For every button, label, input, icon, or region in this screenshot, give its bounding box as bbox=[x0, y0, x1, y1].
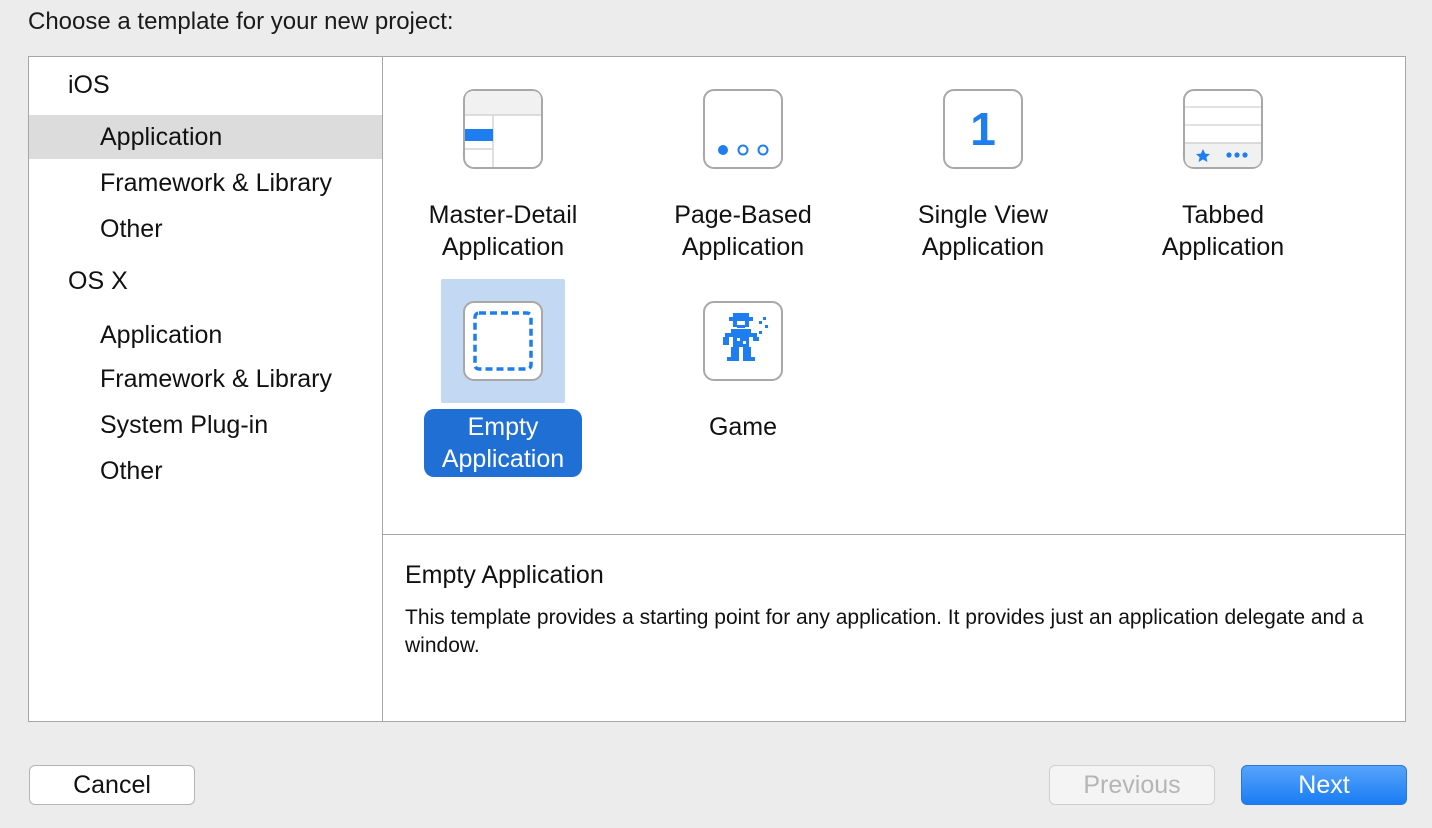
cancel-button[interactable]: Cancel bbox=[29, 765, 195, 805]
platform-sidebar: iOS Application Framework & Library Othe… bbox=[29, 57, 383, 721]
svg-text:1: 1 bbox=[970, 103, 996, 155]
description-text: This template provides a starting point … bbox=[405, 606, 1364, 657]
empty-icon bbox=[463, 301, 543, 381]
description-title: Empty Application bbox=[405, 561, 604, 589]
page-based-icon bbox=[703, 89, 783, 169]
template-description: Empty Application This template provides… bbox=[383, 535, 1405, 721]
next-button[interactable]: Next bbox=[1241, 765, 1407, 805]
sidebar-item-osx-system-plugin[interactable]: System Plug-in bbox=[100, 411, 269, 439]
sidebar-item-osx-other[interactable]: Other bbox=[100, 457, 163, 485]
previous-button[interactable]: Previous bbox=[1049, 765, 1215, 805]
dialog-prompt: Choose a template for your new project: bbox=[28, 8, 454, 35]
sidebar-item-osx-framework-library[interactable]: Framework & Library bbox=[100, 365, 332, 393]
template-chooser-panel: iOS Application Framework & Library Othe… bbox=[28, 56, 1406, 722]
sidebar-item-ios-other[interactable]: Other bbox=[100, 215, 163, 243]
sidebar-item-osx-application[interactable]: Application bbox=[100, 321, 223, 349]
master-detail-icon bbox=[463, 89, 543, 169]
sidebar-section-osx: OS X bbox=[68, 267, 128, 295]
sidebar-item-ios-application[interactable]: Application bbox=[29, 115, 382, 159]
single-view-icon: 1 bbox=[943, 89, 1023, 169]
template-label: Game bbox=[708, 413, 778, 441]
sidebar-section-ios: iOS bbox=[68, 71, 110, 99]
tabbed-icon bbox=[1183, 89, 1263, 169]
template-game[interactable]: Game bbox=[623, 279, 863, 479]
game-icon bbox=[703, 301, 783, 381]
sidebar-item-ios-framework-library[interactable]: Framework & Library bbox=[100, 169, 332, 197]
